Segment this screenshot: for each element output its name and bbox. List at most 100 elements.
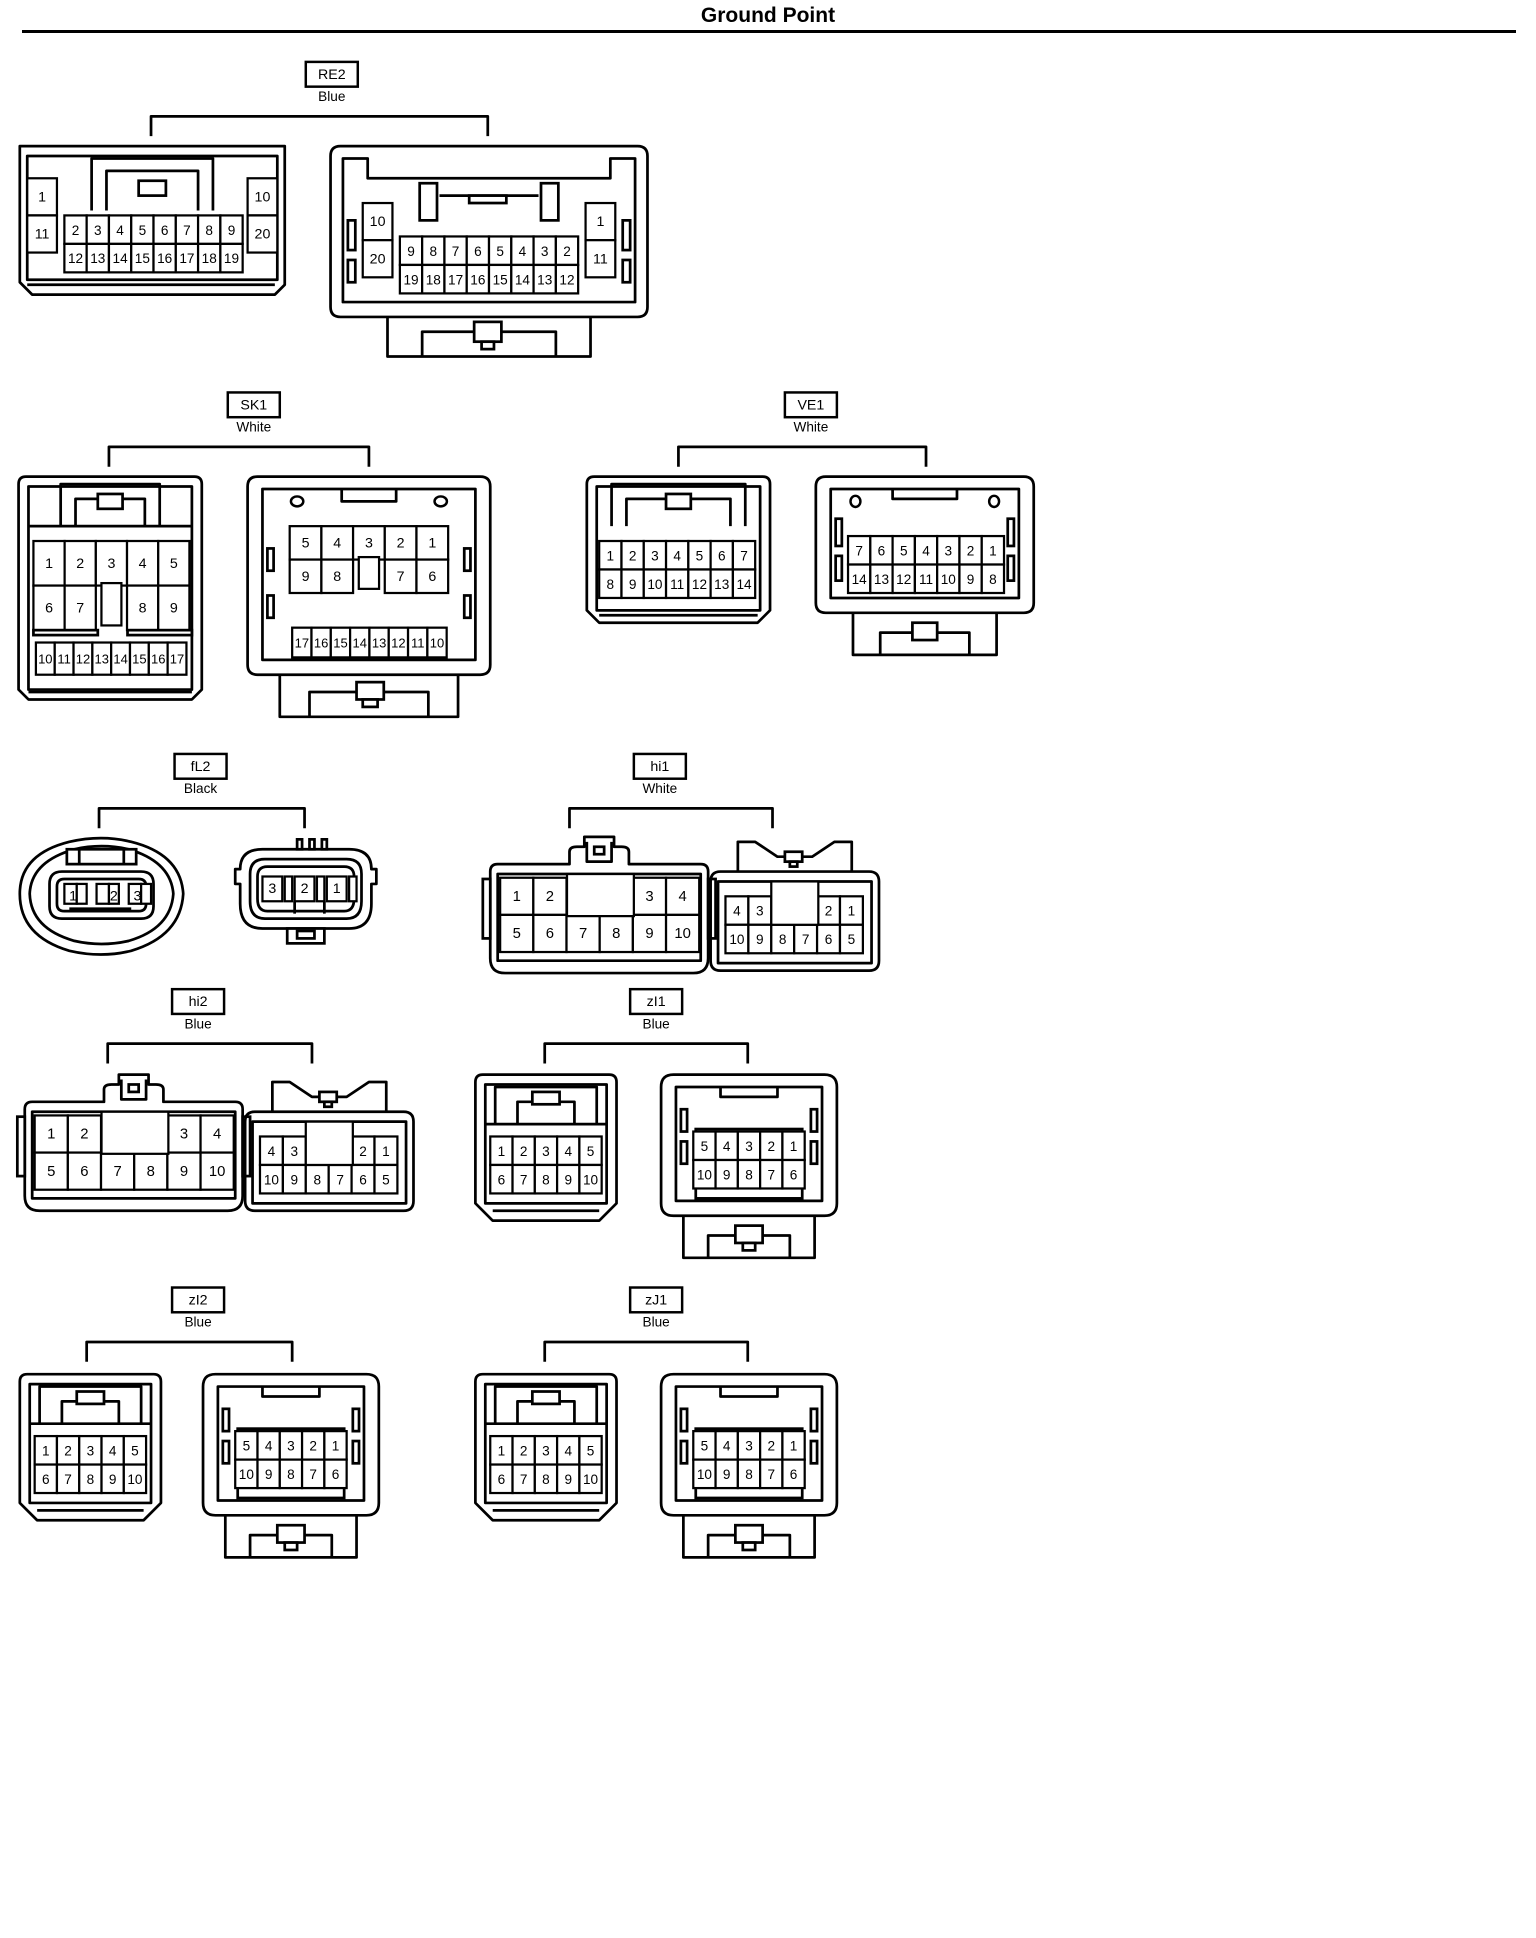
pin-label: 1 <box>45 556 53 572</box>
housing-outline <box>659 1372 839 1517</box>
pin-label: 1 <box>989 543 997 558</box>
pin-label: 9 <box>629 577 637 592</box>
terminal-post <box>308 838 316 851</box>
pin-label: 6 <box>498 1172 506 1187</box>
pin-label: 6 <box>80 1164 88 1180</box>
pin-label: 2 <box>359 1144 367 1159</box>
side-rib <box>221 1407 231 1433</box>
latch-frame <box>90 157 215 211</box>
housing-outline <box>17 475 204 701</box>
pin-label: 14 <box>515 272 531 287</box>
pin-label: 7 <box>855 543 863 558</box>
connector-code-box <box>632 752 688 780</box>
pin-label: 13 <box>95 652 109 667</box>
pin-label: 11 <box>593 251 608 267</box>
connector-code: VE1 <box>797 397 824 413</box>
pin-label: 20 <box>255 227 271 243</box>
pin-label: 10 <box>38 652 52 667</box>
pin-cavity <box>199 1151 235 1191</box>
pin-label: 11 <box>670 577 684 592</box>
pin-label: 5 <box>139 223 147 238</box>
pin-label: 9 <box>723 1167 731 1182</box>
pin-label: 7 <box>452 244 460 259</box>
pin-label: 1 <box>382 1144 390 1159</box>
wire-color-label: Blue <box>184 1315 211 1330</box>
pin-label: 5 <box>302 535 310 551</box>
wire-color-label: Blue <box>643 1315 670 1330</box>
pin-label: 5 <box>587 1144 595 1159</box>
pin-label: 7 <box>397 569 405 585</box>
pin-label: 10 <box>674 926 691 942</box>
pin-label: 14 <box>852 572 868 587</box>
housing-outline <box>674 1385 824 1502</box>
housing-outline <box>341 157 637 304</box>
pin-label: 6 <box>825 932 833 947</box>
housing-outline <box>27 485 194 691</box>
pin-label: 9 <box>265 1467 273 1482</box>
pin-label: 17 <box>448 272 463 287</box>
connector-code: zI1 <box>647 994 666 1010</box>
lock-tab <box>530 1390 561 1406</box>
pin-cavity <box>554 263 580 295</box>
pin-label: 11 <box>919 572 933 587</box>
pin-label: 3 <box>107 556 115 572</box>
pin-label: 1 <box>42 1443 50 1458</box>
retainer-bar <box>32 628 100 637</box>
pin-label: 4 <box>673 548 681 563</box>
pin-cavity <box>584 201 617 242</box>
pin-label: 5 <box>47 1164 55 1180</box>
key-slot <box>357 555 381 590</box>
pin-label: 15 <box>333 636 347 651</box>
housing-outline <box>18 1372 163 1522</box>
pin-label: 8 <box>542 1172 550 1187</box>
housing-outline <box>246 475 492 677</box>
pin-label: 12 <box>68 251 83 266</box>
pin-label: 4 <box>733 904 741 919</box>
pin-label: 5 <box>696 548 704 563</box>
pin-label: 1 <box>333 881 341 897</box>
pin-cavity <box>246 214 279 254</box>
pin-label: 9 <box>564 1172 572 1187</box>
pin-cavity <box>107 882 120 905</box>
lock-recess <box>261 1386 321 1398</box>
pin-label: 9 <box>109 1472 117 1487</box>
housing-outline <box>814 475 1036 615</box>
group-bracket <box>568 807 774 829</box>
pin-label: 6 <box>790 1167 798 1182</box>
pin-cavity <box>664 913 701 954</box>
pin-label: 2 <box>563 244 571 259</box>
pin-label: 5 <box>848 932 856 947</box>
pin-label: 9 <box>756 932 764 947</box>
pin-label: 2 <box>397 535 405 551</box>
pin-label: 7 <box>767 1467 775 1482</box>
pin-label: 8 <box>205 223 213 238</box>
pin-label: 4 <box>139 556 147 572</box>
pin-label: 4 <box>116 223 124 238</box>
pin-label: 7 <box>64 1472 72 1487</box>
pin-label: 8 <box>87 1472 95 1487</box>
latch-frame <box>610 482 747 527</box>
pin-label: 10 <box>239 1467 255 1482</box>
pin-cavity <box>980 563 1006 595</box>
bottom-boss <box>851 612 998 657</box>
lock-tab <box>788 860 799 868</box>
pin-label: 11 <box>57 652 70 667</box>
lock-tab <box>472 320 503 344</box>
pin-label: 6 <box>546 926 554 942</box>
pin-cavity <box>199 1114 235 1154</box>
housing-outline <box>251 1120 408 1205</box>
pin-label: 8 <box>542 1472 550 1487</box>
pin-label: 12 <box>692 577 707 592</box>
lock-tab <box>127 1083 141 1094</box>
pin-label: 17 <box>170 652 184 667</box>
pin-label: 10 <box>729 932 745 947</box>
pin-label: 19 <box>224 251 239 266</box>
housing-outline <box>595 485 762 612</box>
